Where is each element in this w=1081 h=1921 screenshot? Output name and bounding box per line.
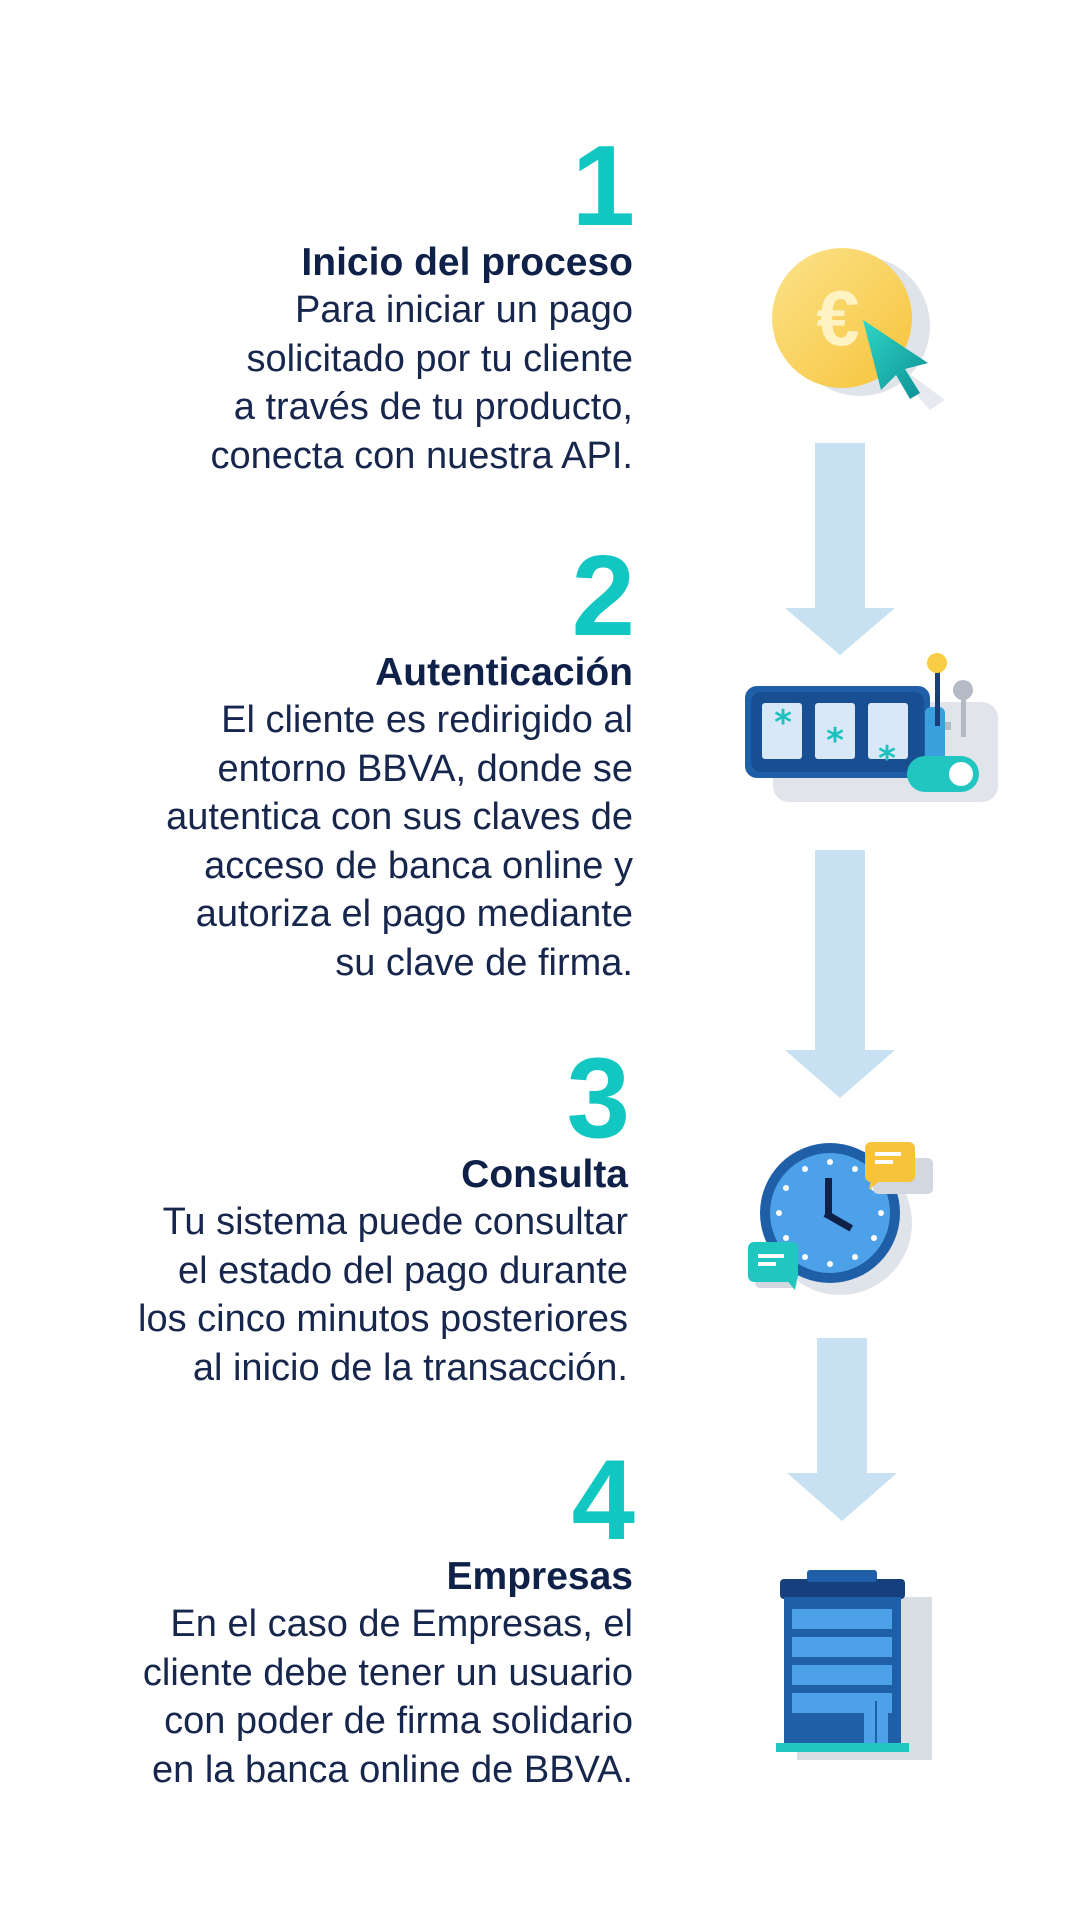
euro-symbol: €	[816, 274, 859, 362]
step-2-line: autoriza el pago mediante	[195, 893, 633, 935]
step-3-line: Tu sistema puede consultar	[162, 1201, 628, 1243]
step-2-description: El cliente es redirigido al entorno BBVA…	[166, 696, 633, 987]
step-2-line: su clave de firma.	[335, 941, 633, 984]
step-2-text: 2 Autenticación El cliente es redirigido…	[166, 533, 635, 987]
step-3-text: 3 Consulta Tu sistema puede consultar el…	[138, 1035, 630, 1392]
step-3-line: al inicio de la transacción.	[192, 1346, 628, 1389]
step-4-number: 4	[571, 1437, 635, 1564]
step-3-number: 3	[566, 1035, 630, 1162]
step-4-line: cliente debe tener un usuario	[142, 1651, 633, 1694]
step-1-number: 1	[571, 123, 635, 250]
euro-coin-cursor-icon: €	[772, 248, 945, 410]
step-1-text: 1 Inicio del proceso Para iniciar un pag…	[211, 123, 635, 480]
svg-text:*: *	[826, 721, 844, 761]
step-2-line: autentica con sus claves de	[166, 796, 633, 838]
step-3-description: Tu sistema puede consultar el estado del…	[138, 1198, 628, 1392]
step-1-line: Para iniciar un pago	[295, 289, 633, 331]
step-2-line: entorno BBVA, donde se	[217, 747, 633, 790]
down-arrow-1	[785, 443, 895, 655]
step-1-description: Para iniciar un pago solicitado por tu c…	[211, 286, 634, 480]
svg-text:*: *	[878, 739, 896, 779]
down-arrow-2	[785, 850, 895, 1098]
step-4-line: con poder de firma solidario	[164, 1700, 633, 1742]
step-3-line: el estado del pago durante	[177, 1249, 628, 1292]
step-4-text: 4 Empresas En el caso de Empresas, el cl…	[143, 1437, 635, 1794]
step-1-line: solicitado por tu cliente	[246, 337, 633, 380]
step-4-line: en la banca online de BBVA.	[152, 1748, 633, 1791]
down-arrow-3	[787, 1338, 897, 1521]
step-2-number: 2	[571, 533, 635, 660]
step-1-line: conecta con nuestra API.	[210, 434, 634, 477]
step-1-line: a través de tu producto,	[233, 386, 633, 428]
step-3-title: Consulta	[461, 1153, 628, 1196]
clock-chat-icon	[748, 1142, 933, 1295]
step-2-line: El cliente es redirigido al	[221, 699, 633, 741]
step-4-line: En el caso de Empresas, el	[170, 1603, 633, 1645]
step-4-description: En el caso de Empresas, el cliente debe …	[143, 1600, 633, 1794]
step-3-line: los cinco minutos posteriores	[138, 1298, 628, 1340]
password-slot-machine-icon: * * *	[745, 653, 998, 802]
step-1-title: Inicio del proceso	[301, 241, 633, 284]
step-4-title: Empresas	[446, 1555, 633, 1598]
office-building-icon	[776, 1570, 932, 1760]
step-2-line: acceso de banca online y	[204, 844, 633, 887]
step-2-title: Autenticación	[375, 651, 633, 694]
svg-text:*: *	[774, 703, 792, 743]
